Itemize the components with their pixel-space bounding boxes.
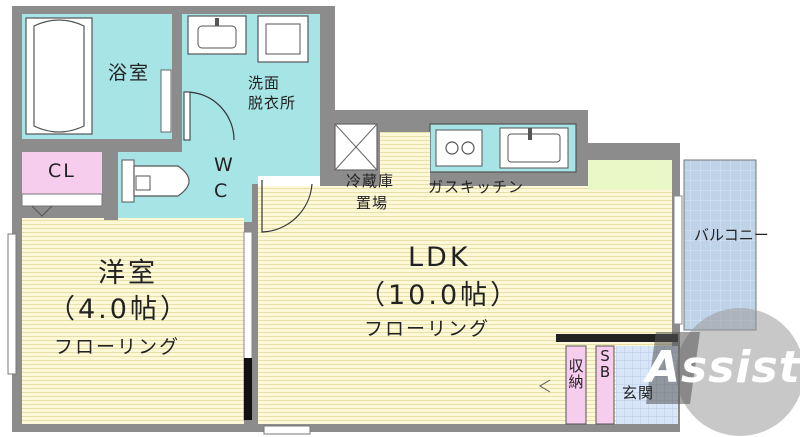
washroom-label-line2: 脱衣所	[248, 94, 297, 112]
fridge-label-line1: 冷蔵庫	[346, 172, 395, 190]
western-room-name: 洋室	[98, 258, 158, 289]
bathroom-label: 浴室	[108, 62, 151, 84]
wc-label-line2: C	[214, 180, 230, 202]
wc-label-line1: W	[214, 154, 235, 176]
shoebox-area	[595, 345, 615, 425]
assist-logo-text: Assist	[646, 342, 800, 393]
entrance-label: 玄関	[622, 384, 655, 402]
washing-machine-icon	[257, 15, 309, 63]
balcony-label: バルコニー	[694, 226, 769, 244]
closet-label: CL	[48, 160, 76, 182]
storage-area	[565, 345, 587, 425]
washbasin-icon	[187, 15, 247, 55]
toilet-icon	[121, 159, 190, 203]
sink-icon	[499, 127, 569, 169]
western-room-area	[22, 218, 244, 424]
western-room-floor: フローリング	[54, 336, 181, 358]
assist-logo-mark	[646, 308, 800, 436]
balcony-area	[683, 159, 757, 331]
washroom-label-line1: 洗面	[248, 74, 281, 92]
ldk-floor: フローリング	[364, 318, 491, 340]
bathtub-icon	[25, 17, 93, 135]
fridge-label-line2: 置場	[356, 194, 389, 212]
closet-area	[22, 152, 102, 194]
washroom-door-swing	[183, 91, 235, 141]
ldk-size: （10.0帖）	[358, 280, 521, 311]
kitchen-label: ガスキッチン	[428, 178, 525, 196]
bath-door	[160, 69, 172, 133]
western-room-size: （4.0帖）	[48, 294, 190, 325]
shoebox-label: SB	[599, 347, 611, 381]
ldk-name: LDK	[408, 242, 471, 273]
storage-label: 収納	[568, 357, 584, 391]
stove-icon	[435, 129, 483, 167]
